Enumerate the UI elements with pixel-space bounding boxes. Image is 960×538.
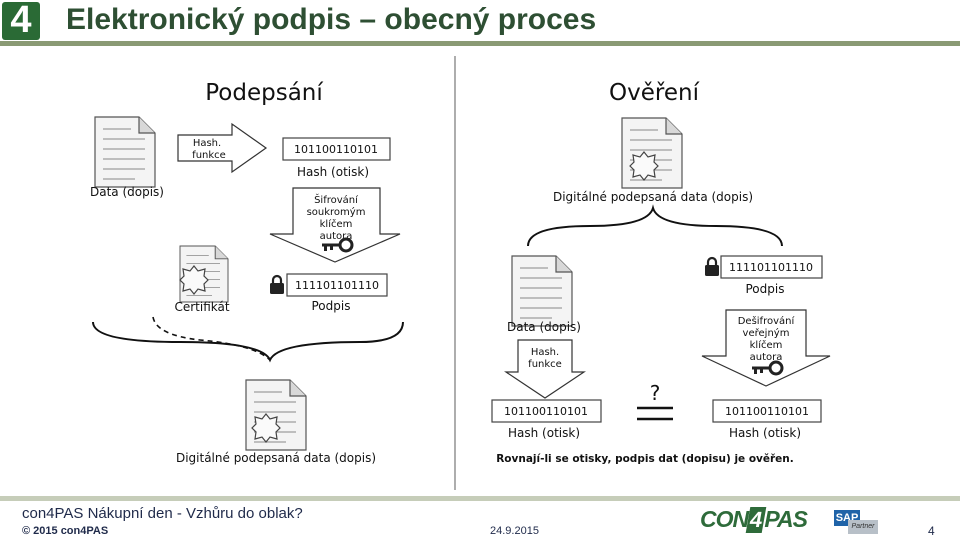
signing-hash-box — [282, 137, 391, 161]
verification-hash-fn-line1: Hash. — [531, 347, 559, 358]
signing-signature-label: Podpis — [312, 299, 351, 313]
title-rule — [0, 41, 960, 46]
verification-hash-right-bits: 101100110101 — [725, 405, 809, 418]
verification-signed-doc-icon — [621, 117, 683, 189]
verification-hash-left-box — [491, 399, 602, 423]
encrypt-line1: Šifrování — [314, 193, 359, 206]
encrypt-line4: autora — [320, 231, 353, 242]
verification-conclusion: Rovnají-li se otisky, podpis dat (dopisu… — [496, 453, 794, 465]
signing-signature-box — [286, 273, 388, 297]
verification-padlock-icon — [703, 256, 721, 278]
signing-seal-icon — [251, 413, 281, 443]
verification-hash-left-bits: 101100110101 — [504, 405, 588, 418]
verification-split-brace — [527, 204, 783, 247]
verification-signature-bits: 111101101110 — [729, 261, 813, 274]
slide-title: Elektronický podpis – obecný proces — [66, 3, 597, 36]
encrypt-line3: klíčem — [320, 218, 353, 230]
decrypt-line3: klíčem — [750, 339, 783, 351]
comparison-question-mark: ? — [650, 381, 661, 405]
signing-hash-bits: 101100110101 — [294, 143, 378, 156]
signing-hash-fn-line1: Hash. — [193, 138, 221, 149]
verification-signature-label: Podpis — [746, 282, 785, 296]
certificate-seal-icon — [179, 265, 209, 295]
verification-signed-label: Digitálné podepsaná data (dopis) — [553, 190, 753, 204]
decryption-arrow-icon — [701, 309, 831, 387]
certificate-dashed-link — [152, 316, 271, 361]
verification-hash-left-label: Hash (otisk) — [508, 426, 580, 440]
signing-data-label: Data (dopis) — [90, 185, 164, 199]
encrypt-line2: soukromým — [307, 206, 366, 218]
verification-heading: Ověření — [609, 80, 700, 106]
page-number: 4 — [928, 524, 935, 538]
con4pas-logo-icon: 4 — [2, 0, 40, 41]
decrypt-line1: Dešifrování — [738, 315, 796, 327]
signing-hash-fn-line2: funkce — [192, 150, 226, 161]
signing-heading: Podepsání — [205, 80, 323, 106]
sap-partner-logo: SAP Partner — [834, 510, 878, 534]
signing-signature-bits: 111101101110 — [295, 279, 379, 292]
verification-signature-box — [720, 255, 823, 279]
verification-seal-icon — [629, 151, 659, 181]
verification-hash-right-box — [712, 399, 822, 423]
footer-rule — [0, 496, 960, 501]
verification-hash-right-label: Hash (otisk) — [729, 426, 801, 440]
signing-combine-brace — [92, 321, 404, 363]
con4pas-brand-logo: CON4PAS — [700, 506, 808, 533]
certificate-label: Certifikát — [174, 300, 229, 314]
signature-process-diagram: Podepsání Data (dopis) Hash. funkce 1011… — [90, 56, 831, 490]
signing-data-doc-icon — [94, 116, 156, 188]
signing-signed-label: Digitálné podepsaná data (dopis) — [176, 451, 376, 465]
verification-data-label: Data (dopis) — [507, 320, 581, 334]
footer-copyright: © 2015 con4PAS — [22, 525, 109, 537]
signing-padlock-icon — [268, 274, 286, 296]
decrypt-line2: veřejným — [743, 327, 790, 339]
footer-subtitle: con4PAS Nákupní den - Vzhůru do oblak? — [22, 505, 303, 522]
signing-hash-label: Hash (otisk) — [297, 165, 369, 179]
signing-hash-function-arrow-icon — [177, 122, 268, 174]
verification-hash-function-arrow-icon — [504, 339, 586, 399]
title-bar: 4 Elektronický podpis – obecný proces — [0, 0, 960, 44]
verification-data-doc-icon — [511, 255, 573, 327]
encryption-arrow-icon — [269, 187, 401, 263]
decrypt-line4: autora — [750, 352, 783, 363]
verification-hash-fn-line2: funkce — [528, 359, 562, 370]
footer-date: 24.9.2015 — [490, 525, 539, 537]
